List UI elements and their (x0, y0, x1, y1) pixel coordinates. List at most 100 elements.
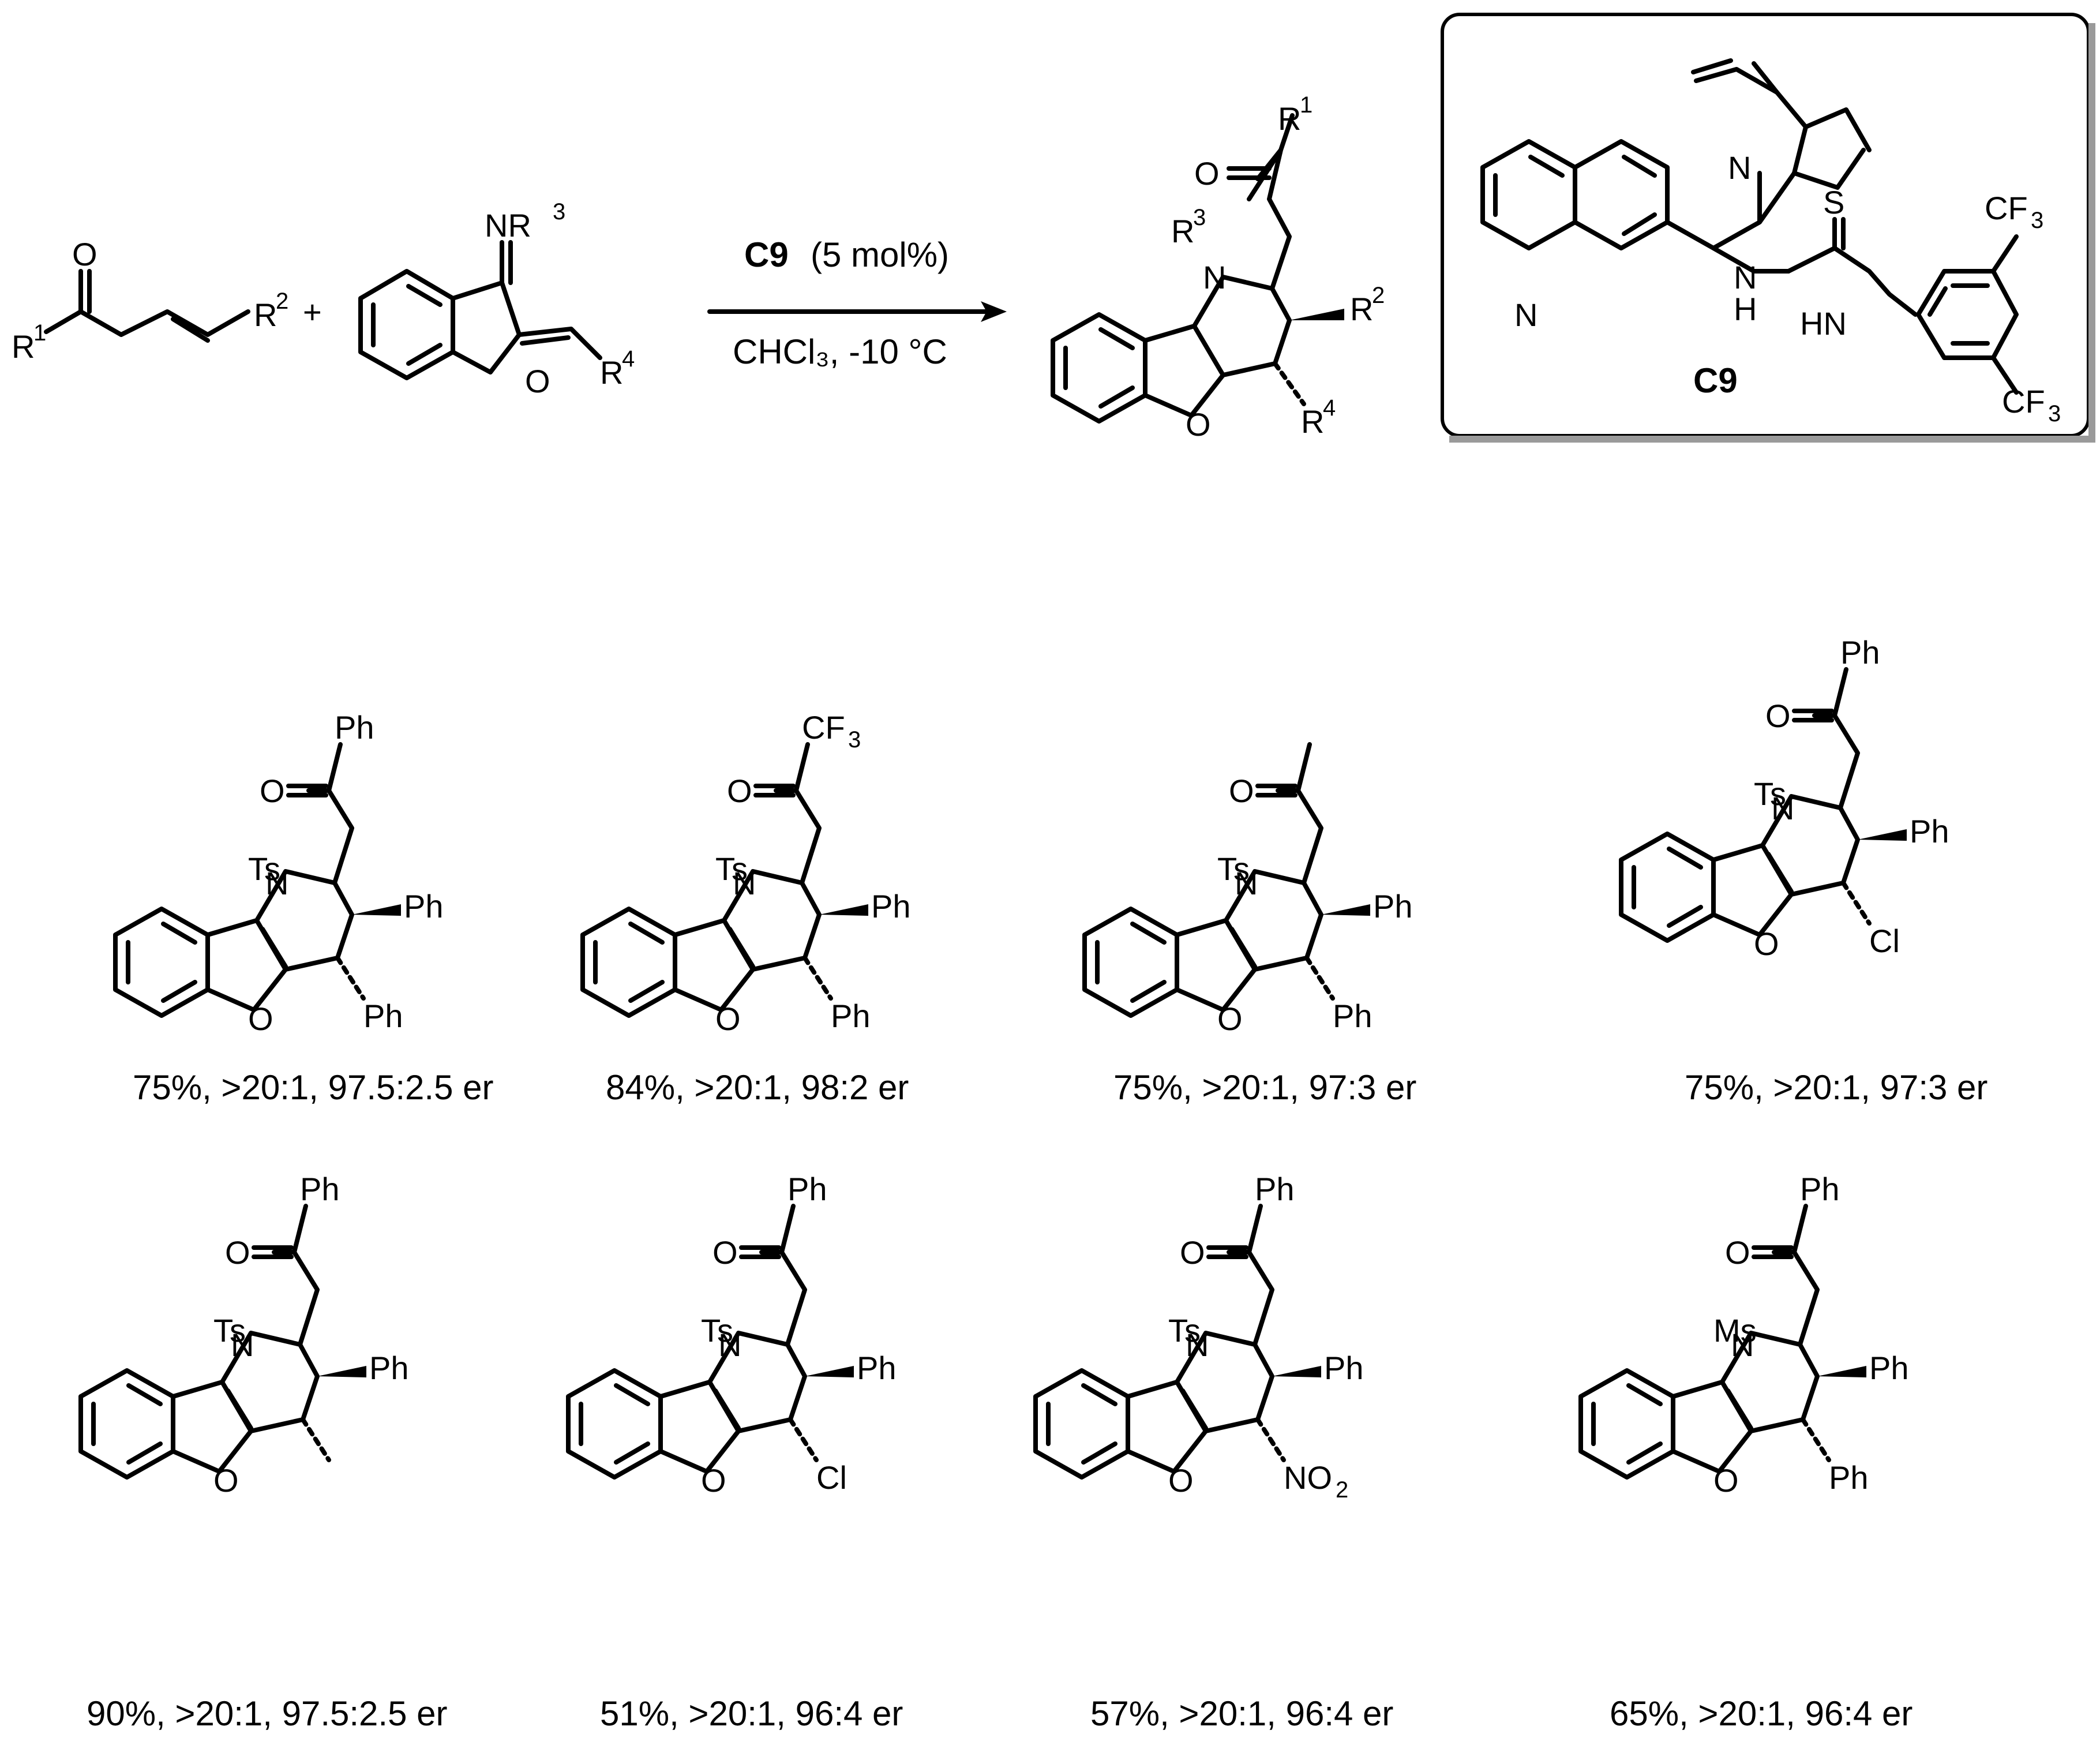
product-caption: 84%, >20:1, 98:2 er (606, 1068, 909, 1107)
ring-o-label: O (248, 1001, 273, 1037)
box-shadow-bottom (1449, 436, 2095, 443)
ring-o-label: O (701, 1462, 726, 1499)
catalyst-label: C9 (744, 235, 789, 274)
svg-text:4: 4 (1323, 395, 1336, 421)
n-atom-label: N (1731, 1327, 1754, 1363)
acyl-sub-label: 3 (848, 727, 861, 752)
reaction-conditions: CHCl₃, -10 °C (733, 332, 947, 371)
r4-label: Ph (363, 998, 403, 1034)
ring-o-label: O (1217, 1001, 1243, 1037)
imine-nr3-label: NR (485, 207, 531, 244)
r2-label: Ph (1324, 1350, 1364, 1386)
r4-label: Ph (1333, 998, 1372, 1034)
n-substituent-label: Ts (213, 1312, 246, 1349)
n-atom-label: N (718, 1327, 741, 1363)
ketone-r1-label: R (12, 328, 35, 365)
r2-label: Ph (857, 1350, 897, 1386)
n-atom-label: N (1186, 1327, 1209, 1363)
product-caption: 75%, >20:1, 97:3 er (1685, 1068, 1987, 1107)
general-product: O R 1 R 3 N R 2 R 4 O (1051, 92, 1385, 443)
n-atom-label: N (1771, 790, 1794, 826)
product-caption: 57%, >20:1, 96:4 er (1090, 1694, 1393, 1733)
acyl-label: Ph (1255, 1171, 1295, 1207)
n-atom-label: N (265, 865, 288, 901)
catalyst-box: N N S N H HN CF 3 CF 3 C9 (1441, 13, 2095, 443)
product-r4-label: R (1301, 403, 1324, 440)
svg-text:2: 2 (276, 289, 288, 314)
n-substituent-label: Ts (1754, 776, 1786, 812)
n-substituent-label: Ts (715, 851, 748, 887)
product-n-label: N (1203, 259, 1226, 295)
catalyst-loading: (5 mol%) (811, 235, 949, 274)
box-shadow-right (2088, 23, 2095, 443)
carbonyl-o-label: O (727, 773, 752, 809)
ring-o-label: O (1713, 1462, 1739, 1499)
n-atom-label: N (1235, 865, 1258, 901)
reactant-imine: NR 3 O R 4 (358, 199, 635, 399)
carbonyl-o-label: O (260, 773, 285, 809)
n-substituent-label: Ts (1217, 851, 1250, 887)
r4-label: NO (1284, 1459, 1332, 1496)
catalyst-nh1-h: H (1734, 291, 1757, 327)
plus-sign: + (303, 294, 322, 330)
acyl-label: Ph (1840, 634, 1880, 671)
r2-label: Ph (1373, 888, 1413, 924)
ring-o-label: O (715, 1001, 741, 1037)
acyl-label: CF (802, 709, 845, 746)
svg-text:2: 2 (1372, 283, 1385, 308)
ketone-o-label: O (72, 236, 97, 272)
product-r2-label: R (1350, 291, 1373, 327)
svg-text:1: 1 (1300, 92, 1312, 118)
carbonyl-o-label: O (1725, 1234, 1750, 1271)
acyl-label: Ph (300, 1171, 340, 1207)
catalyst-quinoline-n: N (1514, 297, 1537, 333)
n-substituent-label: Ts (701, 1312, 733, 1349)
n-atom-label: N (231, 1327, 254, 1363)
svg-text:1: 1 (33, 320, 46, 346)
n-substituent-label: Ts (248, 851, 280, 887)
carbonyl-o-label: O (225, 1234, 250, 1271)
n-atom-label: N (733, 865, 756, 901)
catalyst-name: C9 (1693, 361, 1738, 400)
catalyst-nh2: HN (1800, 305, 1847, 342)
reactant-ketone: O R 1 R 2 (12, 236, 288, 365)
r2-label: Ph (404, 888, 444, 924)
product-r1-label: R (1278, 100, 1301, 137)
carbonyl-o-label: O (1229, 773, 1254, 809)
ring-o-label: O (1168, 1462, 1194, 1499)
acyl-label: Ph (335, 709, 374, 746)
svg-text:4: 4 (622, 346, 635, 372)
product-caption: 75%, >20:1, 97.5:2.5 er (133, 1068, 493, 1107)
catalyst-bicyclic-n: N (1728, 149, 1751, 186)
catalyst-cf3-top: CF (1985, 190, 2028, 226)
r2-label: Ph (369, 1350, 409, 1386)
acyl-label: Ph (1800, 1171, 1840, 1207)
ring-o-label: O (1754, 926, 1779, 962)
product-caption: 51%, >20:1, 96:4 er (600, 1694, 903, 1733)
imine-o-label: O (525, 363, 550, 399)
carbonyl-o-label: O (1765, 698, 1791, 734)
r4-sub-label: 2 (1336, 1477, 1348, 1503)
product-o-label: O (1194, 155, 1220, 192)
catalyst-nh1: N (1734, 259, 1757, 295)
product-r3-label: R (1171, 213, 1194, 249)
product-ring-o-label: O (1186, 406, 1211, 443)
product-caption: 75%, >20:1, 97:3 er (1113, 1068, 1416, 1107)
carbonyl-o-label: O (712, 1234, 738, 1271)
carbonyl-o-label: O (1180, 1234, 1205, 1271)
product-caption: 90%, >20:1, 97.5:2.5 er (87, 1694, 447, 1733)
n-substituent-label: Ms (1713, 1312, 1757, 1349)
r4-label: Cl (1869, 923, 1900, 959)
r4-label: Ph (1829, 1459, 1869, 1496)
acyl-label: Ph (787, 1171, 827, 1207)
imine-r4-label: R (600, 354, 623, 391)
